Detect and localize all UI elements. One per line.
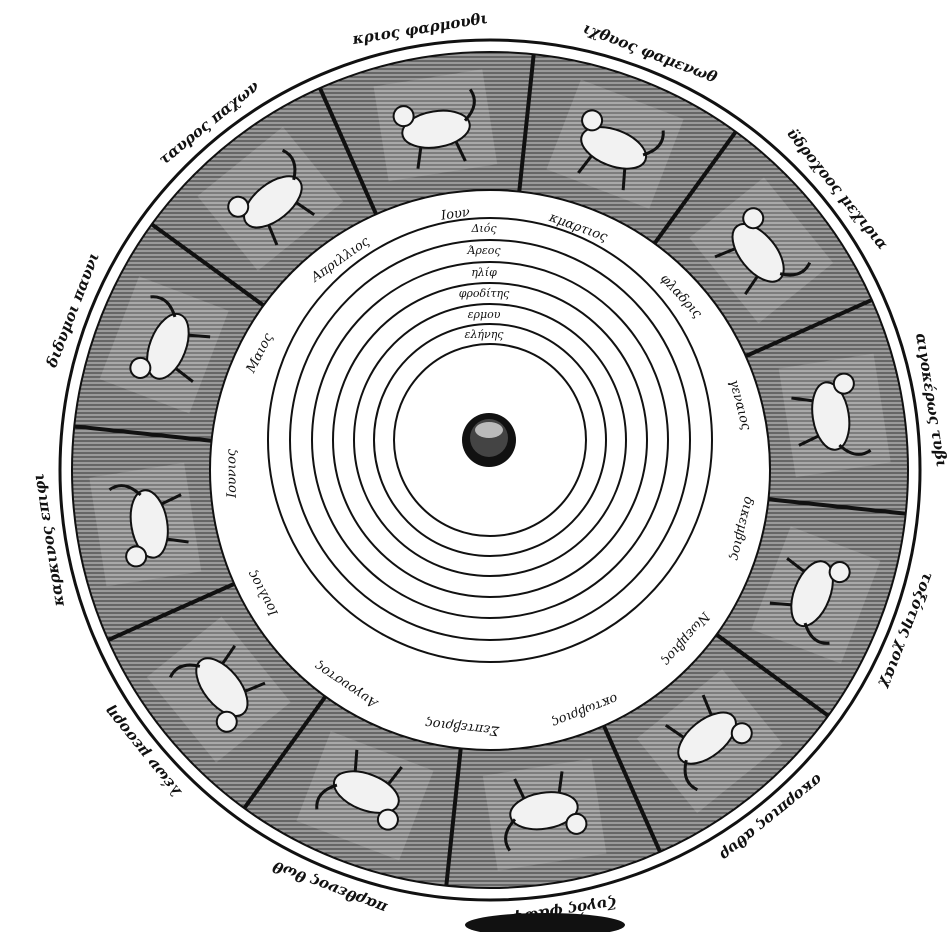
planet-label: ερμου (468, 308, 501, 321)
crab-icon (89, 463, 201, 587)
ink-smudge (465, 913, 625, 932)
goat-icon (779, 354, 891, 478)
planet-label: Διός (470, 222, 497, 235)
balance-figure-icon (483, 759, 607, 871)
planet-label: ηλίφ (471, 266, 497, 279)
planet-label: φροδίτης (459, 287, 510, 300)
planet-label: Άρεος (466, 244, 501, 257)
month-label: Ιουνιος (224, 448, 240, 499)
ram-icon (374, 69, 498, 181)
planet-label: ελήνης (465, 328, 505, 341)
earth-icon (462, 413, 516, 467)
